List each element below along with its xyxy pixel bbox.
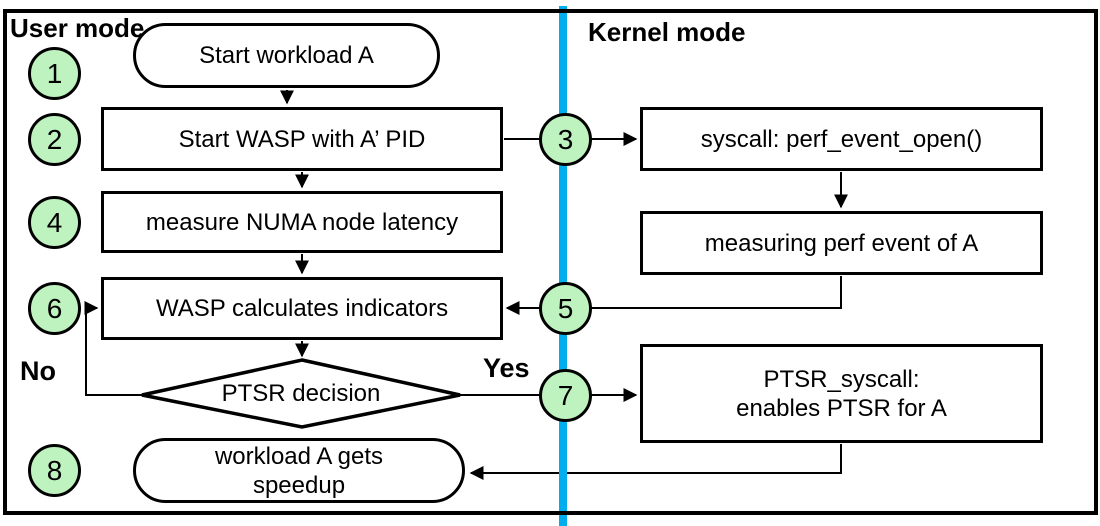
ptsr-node-label-line2: enables PTSR for A <box>736 394 947 422</box>
speedup-node: workload A gets speedup <box>133 438 465 503</box>
syscall-node: syscall: perf_event_open() <box>640 107 1043 171</box>
syscall-node-label: syscall: perf_event_open() <box>700 125 983 153</box>
wasp-start-node-label: Start WASP with A’ PID <box>178 125 426 153</box>
indicators-node: WASP calculates indicators <box>101 277 503 340</box>
decision-node-label: PTSR decision <box>221 379 381 407</box>
step-circle-7: 7 <box>539 369 592 422</box>
speedup-node-label-line1: workload A gets <box>214 442 384 470</box>
arrow-no-loop <box>84 301 142 396</box>
step-circle-8: 8 <box>28 444 81 497</box>
speedup-node-label-line2: speedup <box>252 471 346 499</box>
decision-diamond-shape <box>141 358 461 429</box>
step-circle-1: 1 <box>28 47 81 100</box>
wasp-start-node: Start WASP with A’ PID <box>101 107 503 171</box>
outer-border <box>3 9 1098 515</box>
arrow-perf-to-indicators <box>505 276 842 315</box>
ptsr-node: PTSR_syscall: enables PTSR for A <box>640 344 1043 443</box>
start-node-label: Start workload A <box>199 42 374 69</box>
step-circle-2: 2 <box>28 113 81 166</box>
indicators-node-label: WASP calculates indicators <box>155 295 449 322</box>
user-mode-label: User mode <box>10 13 145 43</box>
measure-node: measure NUMA node latency <box>101 191 503 253</box>
perf-event-node: measuring perf event of A <box>640 211 1043 275</box>
start-node: Start workload A <box>133 23 440 88</box>
arrow-ptsr-to-speedup <box>469 444 842 480</box>
step-circle-4: 4 <box>28 196 81 249</box>
yes-label: Yes <box>483 353 530 383</box>
perf-event-node-label: measuring perf event of A <box>704 229 979 257</box>
step-circle-6: 6 <box>28 282 81 335</box>
ptsr-node-label-line1: PTSR_syscall: <box>763 365 920 393</box>
measure-node-label: measure NUMA node latency <box>145 208 459 236</box>
no-label: No <box>20 356 56 386</box>
step-circle-3: 3 <box>539 113 592 166</box>
decision-node: PTSR decision <box>142 360 460 427</box>
step-circle-5: 5 <box>539 282 592 335</box>
kernel-mode-label: Kernel mode <box>588 17 746 47</box>
